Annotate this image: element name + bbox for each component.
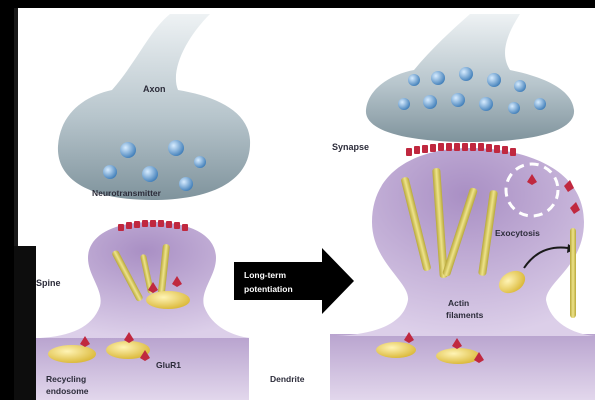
label-filaments: filaments xyxy=(446,310,484,320)
label-glur1: GluR1 xyxy=(156,360,181,370)
label-axon: Axon xyxy=(143,84,166,94)
right-dendrite-shaft xyxy=(330,334,595,400)
vesicle xyxy=(459,67,473,81)
label-exocytosis: Exocytosis xyxy=(495,228,540,238)
label-recycling: Recycling xyxy=(46,374,86,384)
vesicle xyxy=(487,73,501,87)
label-spine: Spine xyxy=(36,278,61,288)
vesicle xyxy=(514,80,526,92)
label-endosome: endosome xyxy=(46,386,89,396)
frame-top-edge xyxy=(572,0,595,8)
vesicle xyxy=(451,93,465,107)
dendrite-endosome xyxy=(436,348,480,364)
label-dendrite: Dendrite xyxy=(270,374,305,384)
vesicle xyxy=(534,98,546,110)
membrane-actin xyxy=(570,228,576,318)
label-actin: Actin xyxy=(448,298,469,308)
vesicle xyxy=(423,95,437,109)
vesicle xyxy=(431,71,445,85)
recycling-endosome xyxy=(48,345,96,363)
arrow-label-line2: potentiation xyxy=(244,284,293,294)
label-neurotransmitter: Neurotransmitter xyxy=(92,188,162,198)
dendrite-endosome xyxy=(376,342,416,358)
vesicle xyxy=(398,98,410,110)
vesicle xyxy=(508,102,520,114)
vesicle xyxy=(194,156,206,168)
frame-corner xyxy=(14,246,36,400)
vesicle xyxy=(179,177,193,191)
arrow-label-line1: Long-term xyxy=(244,270,286,280)
vesicle xyxy=(408,74,420,86)
vesicle xyxy=(168,140,184,156)
vesicle xyxy=(142,166,158,182)
vesicle xyxy=(120,142,136,158)
spine-endosome xyxy=(146,291,190,309)
vesicle xyxy=(479,97,493,111)
vesicle xyxy=(103,165,117,179)
label-synapse: Synapse xyxy=(332,142,369,152)
